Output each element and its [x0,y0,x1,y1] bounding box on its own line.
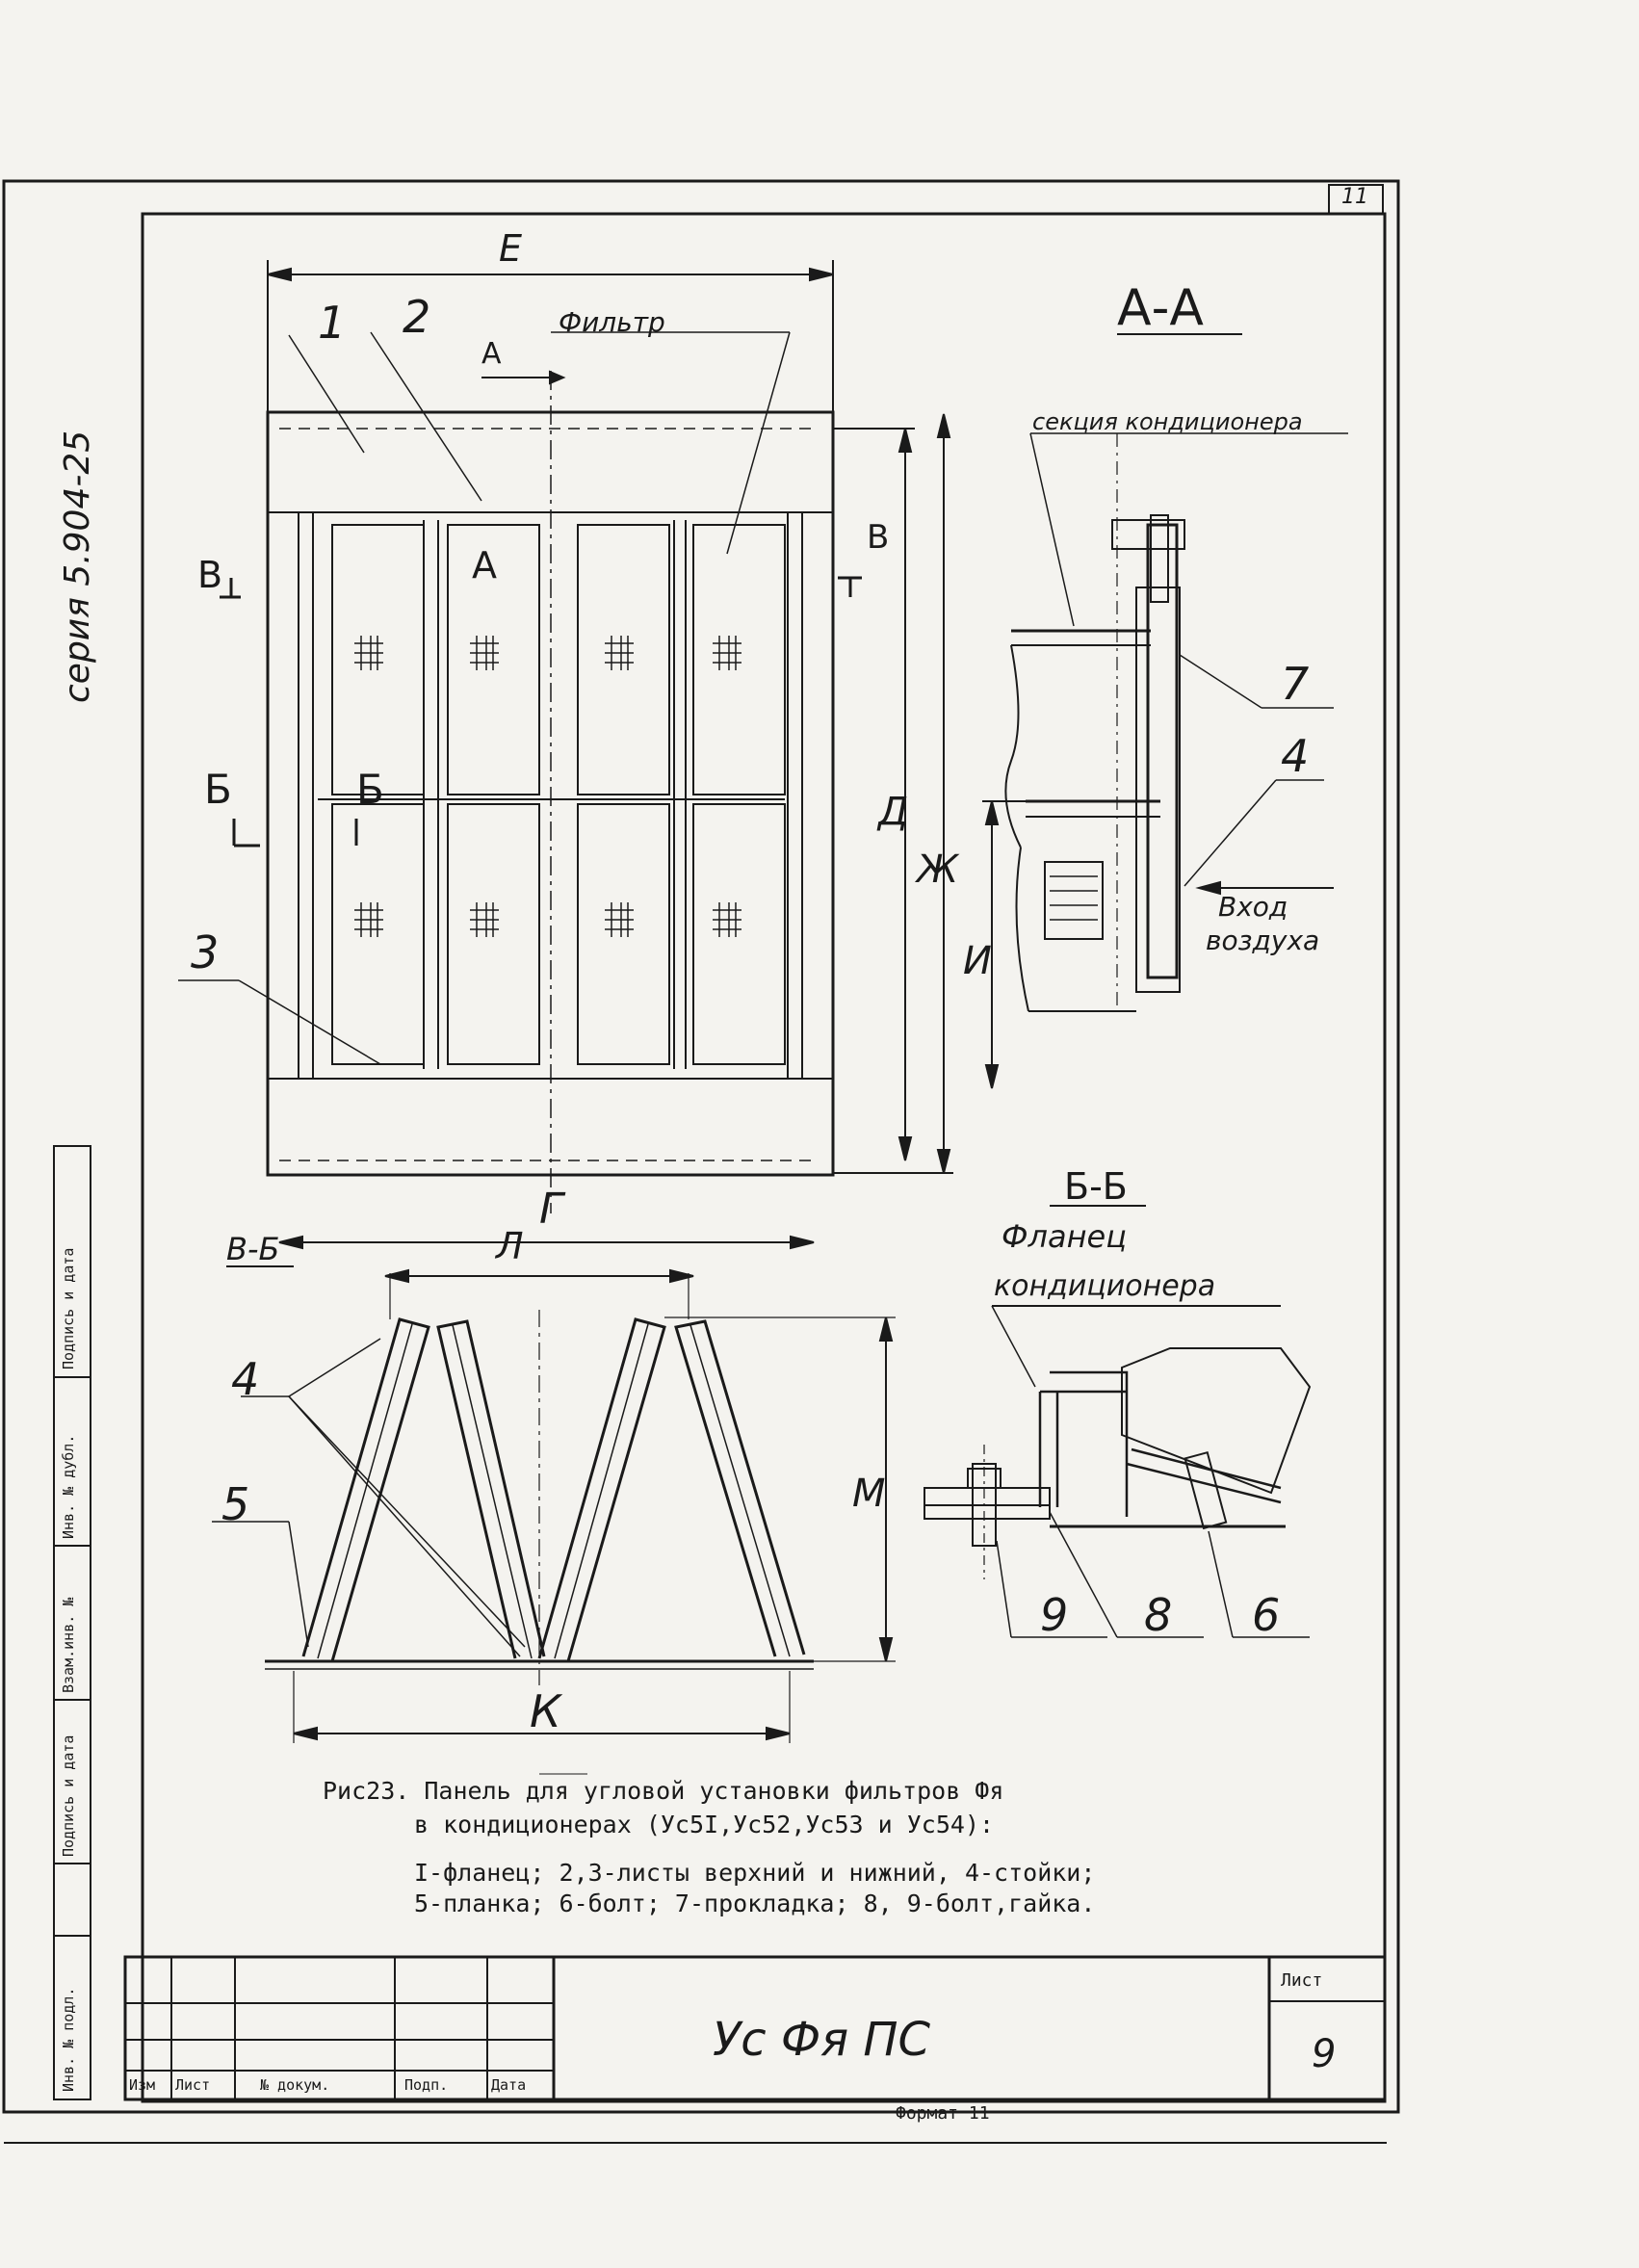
stamp-list: Лист [175,2076,211,2094]
side-stamp-podp-data-1: Подпись и дата [60,1734,77,1857]
pos-6-label: 6 [1252,1589,1281,1641]
figure-caption-legend-1: I-фланец; 2,3-листы верхний и нижний, 4-… [414,1859,1096,1887]
outer-frame [2,179,1400,2114]
stamp-doc-no: № докум. [260,2076,330,2094]
dim-i-label: И [963,939,992,983]
side-stamp-frame [53,1145,91,2100]
pos-8-label: 8 [1144,1589,1173,1641]
dim-d-label: Д [878,790,909,834]
section-v-right-marker: В [867,518,890,557]
side-stamp-inv-dubl: Инв. № дубл. [60,1434,77,1539]
view-bb-title: Б-Б [1064,1165,1128,1208]
inner-frame [141,212,1387,2103]
pos-2-label: 2 [403,291,431,343]
pos-4-label-section: 4 [1281,730,1310,782]
dim-g-label: Г [539,1185,563,1234]
pos-5-label: 5 [221,1478,250,1530]
flange-label-2: кондиционера [994,1269,1216,1303]
stamp-sheet-label: Лист [1281,1970,1323,1991]
dim-l-label: Л [496,1225,524,1267]
stamp-sheet-number: 9 [1312,2032,1337,2076]
stamp-podp: Подп. [404,2076,449,2094]
pos-1-label: 1 [318,297,347,349]
side-stamp-podp-data-2: Подпись и дата [60,1247,77,1369]
section-conditioner-label: секция кондиционера [1032,408,1303,435]
figure-caption-legend-2: 5-планка; 6-болт; 7-прокладка; 8, 9-болт… [414,1890,1096,1917]
section-b-right-marker: Б [356,766,384,813]
pos-4-label-view: 4 [231,1353,260,1405]
section-v-left-marker: В [197,554,223,596]
figure-caption-title: Рис23. Панель для угловой установки филь… [323,1777,1004,1805]
side-stamp-inv-podl: Инв. № подл. [60,1987,77,2092]
dim-m-label: М [852,1472,886,1516]
dim-zh-label: Ж [917,847,959,892]
mesh-marks [354,636,741,937]
corner-sheet-number: 11 [1341,185,1368,209]
side-stamp-vzam-inv: Взам.инв. № [60,1597,77,1693]
flange-label-1: Фланец [1002,1218,1127,1255]
series-label: серия 5.904-25 [58,430,97,703]
view-vb-title: В-Б [226,1231,280,1267]
pos-3-label: 3 [191,926,220,978]
air-inlet-label-1: Вход [1218,891,1288,923]
section-b-left-marker: Б [204,766,232,813]
pos-9-label: 9 [1040,1589,1069,1641]
pos-7-label: 7 [1281,658,1310,710]
section-a-marker: А [481,337,502,371]
corner-number-box [1328,184,1384,215]
bottom-stamp-frame [123,1955,1387,2101]
dim-e-label: Е [499,227,523,270]
filter-label: Фильтр [559,306,665,338]
dim-k-label: К [530,1685,561,1737]
format-label: Формат 11 [896,2103,990,2124]
figure-caption-subtitle: в кондиционерах (Ус5I,Ус52,Ус53 и Ус54): [414,1811,995,1838]
section-a-inner-marker: А [472,544,497,587]
stamp-designation: Ус Фя ПС [713,2013,930,2067]
stamp-date: Дата [491,2076,527,2094]
air-inlet-label-2: воздуха [1206,925,1320,956]
stand-profiles [301,1317,806,1662]
stamp-izm: Изм [129,2076,156,2094]
view-aa-title: А-А [1117,279,1204,337]
